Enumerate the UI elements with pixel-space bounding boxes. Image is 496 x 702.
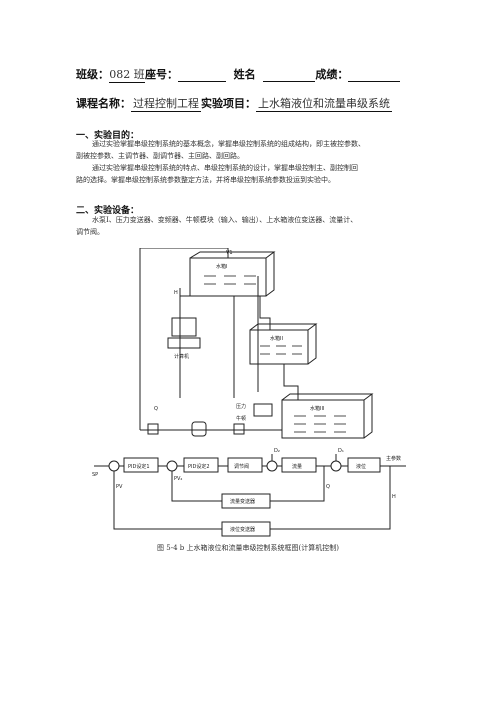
- h-label: H: [174, 290, 178, 296]
- supply-pipe-top: [140, 248, 229, 258]
- purpose-p1-l1: 通过实验掌握串级控制系统的基本概念，掌握串级控制系统的组成结构，即主被控参数、: [92, 140, 365, 148]
- equipment-l1: 水泵Ⅰ、压力变送器、变频器、牛顿模块（输入、输出）、上水箱液位变送器、流量计、: [92, 216, 358, 224]
- class-field[interactable]: 082 班: [109, 68, 145, 83]
- h-out-label: H: [392, 494, 396, 500]
- d2-label: D₂: [274, 448, 280, 454]
- tank-1-label: 水箱I: [216, 263, 227, 270]
- pv1-label: PV: [116, 484, 123, 490]
- pump: [191, 421, 207, 437]
- process-diagram: 水箱I V1 水箱II 水箱III 计算机 H Q 压力 牛顿 D₂ D₁ SP…: [92, 248, 406, 537]
- pipe-h: [179, 288, 190, 297]
- level-tx-label: 液位变送器: [230, 526, 255, 533]
- sum-junction-1: [108, 460, 120, 472]
- course-label: 课程名称：: [76, 97, 131, 110]
- d1-label: D₁: [338, 448, 344, 454]
- grade-field[interactable]: [348, 68, 401, 82]
- computer-keyboard: [167, 337, 201, 349]
- main-var-label: 主参数: [386, 455, 401, 462]
- class-label: 班级：: [76, 68, 109, 81]
- flow-block: [281, 457, 317, 473]
- sum-junction-4: [330, 460, 342, 472]
- purpose-title: 一、实验目的：: [76, 131, 140, 141]
- seat-label: 座号：: [145, 68, 178, 81]
- pid1-block: [123, 457, 159, 473]
- project-field[interactable]: 上水箱液位和流量串级系统: [256, 97, 392, 112]
- tank-2: [249, 329, 309, 365]
- water-lines: [204, 275, 346, 433]
- course-field[interactable]: 过程控制工程: [131, 97, 201, 112]
- tank-1: [189, 257, 267, 297]
- control-valve-box: [253, 403, 273, 417]
- tank-2-label: 水箱II: [270, 335, 283, 342]
- inner-feedback: [171, 466, 325, 502]
- purpose-p2-l1: 通过实验掌握串级控制系统的特点、串级控制系统的设计，掌握串级控制主、副控制回: [92, 164, 358, 172]
- disturbance-arrows: [271, 454, 337, 461]
- valve-block: [227, 457, 263, 473]
- pump-label: 压力: [236, 403, 246, 410]
- level-label: 液位: [356, 463, 366, 470]
- sum-junction-2: [166, 460, 178, 472]
- name-label: 姓名: [233, 68, 256, 81]
- computer-label: 计算机: [174, 353, 189, 360]
- tank-1-depth: [189, 251, 276, 297]
- pid2-block: [183, 457, 219, 473]
- tank-3: [281, 399, 365, 439]
- tank-3-label: 水箱III: [310, 405, 324, 412]
- pid2-label: PID设定2: [188, 463, 210, 470]
- pipe-t2-t3: [283, 364, 299, 400]
- grade-label: 成绩：: [315, 68, 349, 81]
- name-field[interactable]: [263, 68, 316, 82]
- sp-label: SP: [92, 472, 98, 478]
- pipe-t1-t2: [259, 296, 271, 330]
- figure-caption: 图 5-4 b 上水箱液位和流量串级控制系统框图(计算机控制): [157, 544, 339, 552]
- pv2-label: PV₂: [174, 476, 182, 482]
- info-row-1: 班级：082 班座号： 姓名 成绩：: [76, 66, 401, 83]
- v1-label: V1: [226, 250, 233, 256]
- seat-field[interactable]: [178, 68, 226, 82]
- equipment-title: 二、实验设备：: [76, 206, 140, 216]
- info-row-2: 课程名称：过程控制工程实验项目：上水箱液位和流量串级系统: [76, 95, 392, 112]
- computer-monitor: [171, 317, 197, 337]
- valve-1: [147, 423, 159, 435]
- purpose-p2-l2: 路的选择。掌握串级控制系统参数整定方法，并将串级控制系统参数投运到实验中。: [76, 176, 335, 184]
- valve-label: 调节阀: [234, 463, 249, 470]
- tank-2-depth: [249, 323, 318, 365]
- tank-3-depth: [281, 393, 374, 439]
- flow-tx-label: 流量变送器: [230, 498, 255, 505]
- q-out-label: Q: [326, 484, 330, 490]
- project-label: 实验项目：: [201, 97, 256, 110]
- pump-sub-label: 牛顿: [236, 415, 246, 422]
- level-block: [347, 457, 381, 473]
- outer-feedback: [113, 466, 391, 530]
- purpose-p1-l2: 副被控参数、主调节器、副调节器、主回路、副回路。: [76, 152, 244, 160]
- flow-meter: [233, 423, 245, 435]
- flow-label: 流量: [292, 463, 302, 470]
- sum-junction-3: [266, 460, 278, 472]
- equipment-l2: 调节阀。: [76, 228, 104, 236]
- pid1-label: PID设定1: [128, 463, 150, 470]
- q-label: Q: [154, 406, 158, 412]
